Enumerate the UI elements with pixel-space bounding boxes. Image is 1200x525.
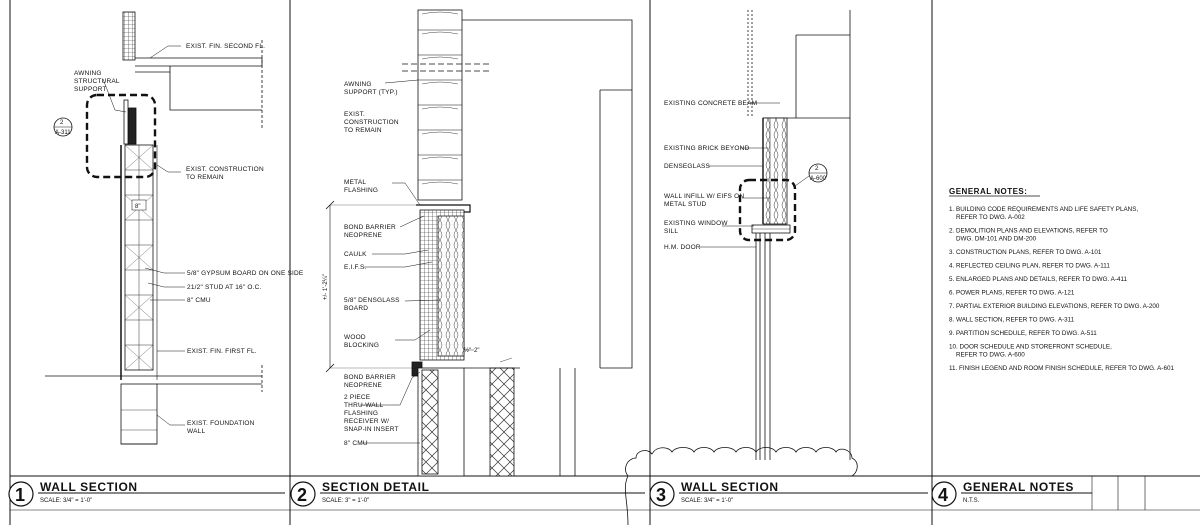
note-item: 3. CONSTRUCTION PLANS, REFER TO DWG. A-1… [949, 249, 1102, 256]
note-item-continuation: DWG. DM-101 AND DM-200 [956, 236, 1037, 243]
sheet-frame [9, 0, 1200, 525]
label-awning-3: SUPPORT [74, 86, 107, 93]
label-wood-1: WOOD [344, 334, 366, 341]
note-item: 1. BUILDING CODE REQUIREMENTS AND LIFE S… [949, 206, 1138, 213]
panel-3-labels: EXISTING CONCRETE BEAM EXISTING BRICK BE… [664, 100, 827, 251]
label-dim-8: 8" [135, 204, 140, 210]
label-dens-2: BOARD [344, 305, 368, 312]
label-bond2-1: BOND BARRIER [344, 374, 396, 381]
label-concrete-beam: EXISTING CONCRETE BEAM [664, 100, 757, 107]
panel-1-scale: SCALE: 3/4" = 1'-0" [40, 498, 92, 504]
panel-2-scale: SCALE: 3" = 1'-0" [322, 498, 369, 504]
label-bond-2: NEOPRENE [344, 232, 383, 239]
panel-1-title: WALL SECTION [40, 480, 138, 494]
notes-list: 1. BUILDING CODE REQUIREMENTS AND LIFE S… [949, 206, 1174, 372]
label-awning-2: STRUCTURAL [74, 78, 120, 85]
label-exist-2: CONSTRUCTION [344, 119, 399, 126]
label-exist-3: TO REMAIN [344, 127, 382, 134]
label-construction-1: EXIST. CONSTRUCTION [186, 166, 264, 173]
label-caulk: CAULK [344, 251, 367, 258]
title-blocks [8, 481, 1092, 507]
label-piece-2: THRU-WALL [344, 402, 384, 409]
label-denseglass: DENSEGLASS [664, 163, 711, 170]
label-awning-support-2: SUPPORT (TYP.) [344, 89, 398, 96]
note-item: 2. DEMOLITION PLANS AND ELEVATIONS, REFE… [949, 228, 1108, 235]
dimension-vertical: +/- 1'-2¼" [323, 274, 329, 300]
dimension-half: ½" [464, 347, 471, 354]
label-first-floor: EXIST. FIN. FIRST FL. [187, 348, 257, 355]
note-item: 4. REFLECTED CEILING PLAN, REFER TO DWG.… [949, 263, 1110, 270]
callout-1-bottom: A-311 [55, 130, 71, 136]
notes-heading: GENERAL NOTES: [949, 187, 1027, 196]
label-cmu: 8" CMU [187, 297, 211, 304]
panel-4-scale: N.T.S. [963, 498, 980, 504]
label-bond-1: BOND BARRIER [344, 224, 396, 231]
note-item: 6. POWER PLANS, REFER TO DWG. A-121 [949, 290, 1075, 297]
title-block-text: 1 WALL SECTION SCALE: 3/4" = 1'-0" 2 SEC… [15, 480, 1074, 505]
callout-1-top: 2 [60, 120, 64, 126]
panel-3-scale: SCALE: 3/4" = 1'-0" [681, 498, 733, 504]
label-dens-1: 5/8" DENSGLASS [344, 297, 400, 304]
label-infill-1: WALL INFILL W/ EIFS ON [664, 193, 744, 200]
label-infill-2: METAL STUD [664, 201, 707, 208]
label-metal-2: FLASHING [344, 187, 378, 194]
label-second-floor: EXIST. FIN. SECOND FL. [186, 43, 265, 50]
label-stud: 21/2" STUD AT 16" O.C. [187, 284, 262, 291]
note-item: 9. PARTITION SCHEDULE, REFER TO DWG. A-5… [949, 330, 1097, 337]
panel-2-drawing [325, 9, 633, 477]
note-item-continuation: REFER TO DWG. A-002 [956, 214, 1025, 221]
panel-1-number: 1 [15, 485, 25, 505]
panel-4-number: 4 [938, 485, 948, 505]
note-item: 5. ENLARGED PLANS AND DETAILS, REFER TO … [949, 276, 1127, 283]
label-foundation-1: EXIST. FOUNDATION [187, 420, 255, 427]
note-item: 7. PARTIAL EXTERIOR BUILDING ELEVATIONS,… [949, 303, 1160, 310]
panel-2-title: SECTION DETAIL [322, 480, 430, 494]
label-eifs: E.I.F.S. [344, 264, 367, 271]
label-wood-2: BLOCKING [344, 342, 379, 349]
label-foundation-2: WALL [187, 428, 205, 435]
label-construction-2: TO REMAIN [186, 174, 224, 181]
label-window-2: SILL [664, 228, 678, 235]
panel-4-title: GENERAL NOTES [963, 480, 1074, 494]
label-awning-1: AWNING [74, 70, 102, 77]
label-awning-support-1: AWNING [344, 81, 372, 88]
brick-column [417, 9, 463, 201]
label-metal-1: METAL [344, 179, 366, 186]
panel-3-title: WALL SECTION [681, 480, 779, 494]
note-item-continuation: REFER TO DWG. A-600 [956, 352, 1025, 359]
label-exist-1: EXIST. [344, 111, 365, 118]
panel-3-number: 3 [656, 485, 666, 505]
label-gypsum: 5/8" GYPSUM BOARD ON ONE SIDE [187, 270, 304, 277]
label-cmu-8: 8" CMU [344, 440, 368, 447]
label-bond2-2: NEOPRENE [344, 382, 383, 389]
label-piece-1: 2 PIECE [344, 394, 371, 401]
label-piece-4: RECEIVER W/ [344, 418, 389, 425]
callout-3-top: 2 [815, 166, 819, 172]
label-piece-3: FLASHING [344, 410, 378, 417]
panel-3-drawing [624, 10, 858, 525]
panel-1-labels: EXIST. FIN. SECOND FL. AWNING STRUCTURAL… [55, 43, 304, 435]
note-item: 11. FINISH LEGEND AND ROOM FINISH SCHEDU… [949, 365, 1174, 372]
dimension-2: 2" [474, 348, 479, 354]
panel-2-number: 2 [297, 485, 307, 505]
panel-4-notes: GENERAL NOTES: 1. BUILDING CODE REQUIREM… [949, 187, 1174, 372]
callout-3-bottom: A-600 [810, 176, 827, 182]
panel-2-labels: AWNING SUPPORT (TYP.) EXIST. CONSTRUCTIO… [323, 81, 479, 447]
label-hm-door: H.M. DOOR [664, 244, 701, 251]
note-item: 8. WALL SECTION, REFER TO DWG. A-311 [949, 317, 1075, 324]
note-item: 10. DOOR SCHEDULE AND STOREFRONT SCHEDUL… [949, 344, 1112, 351]
label-window-1: EXISTING WINDOW [664, 220, 728, 227]
label-brick-beyond: EXISTING BRICK BEYOND [664, 145, 750, 152]
label-piece-5: SNAP-IN INSERT [344, 426, 399, 433]
panel-1-drawing [45, 11, 263, 445]
